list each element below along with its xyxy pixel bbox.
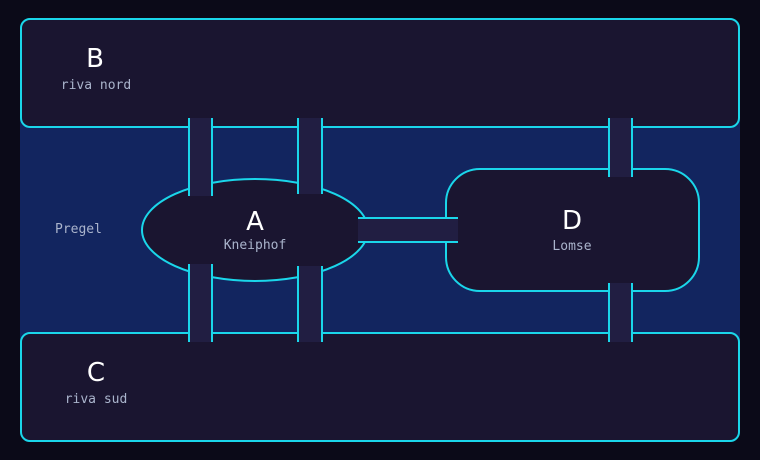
landmass-c-letter: C xyxy=(87,358,105,388)
bridge-d-c xyxy=(608,283,633,342)
landmass-b-name: riva nord xyxy=(61,78,131,93)
bridge-a-b-1 xyxy=(188,118,213,196)
bridge-a-d xyxy=(358,217,458,243)
landmass-d-letter: D xyxy=(562,206,582,236)
bridge-d-b xyxy=(608,118,633,177)
landmass-b-letter: B xyxy=(86,44,104,74)
landmass-north-bank xyxy=(20,18,740,128)
bridge-a-c-2 xyxy=(297,266,323,342)
landmass-d-name: Lomse xyxy=(552,239,591,254)
landmass-a-name: Kneiphof xyxy=(224,238,287,253)
landmass-south-bank xyxy=(20,332,740,442)
landmass-c-name: riva sud xyxy=(65,392,128,407)
river-label: Pregel xyxy=(55,222,102,237)
bridge-a-b-2 xyxy=(297,118,323,194)
bridge-a-c-1 xyxy=(188,264,213,342)
landmass-a-letter: A xyxy=(246,207,264,237)
